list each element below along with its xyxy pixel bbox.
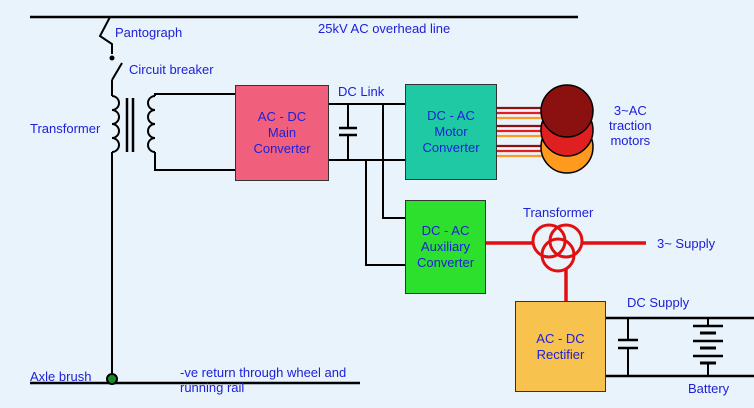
aux-transformer-label: Transformer [523,205,594,220]
overhead-line-label: 25kV AC overhead line [318,21,451,36]
axle-brush-symbol [106,373,118,385]
transformer-primary-coil [111,95,120,153]
rectifier-block: AC - DC Rectifier [515,301,606,392]
pantograph-symbol [98,16,113,54]
aux-feed-wire [365,160,405,266]
axle-brush-label: Axle brush [30,369,92,384]
aux-feed-wire [382,104,405,219]
dc-link-label: DC Link [338,84,385,99]
main-converter-block: AC - DC Main Converter [235,85,329,181]
circuit-breaker-label: Circuit breaker [129,62,214,77]
circuit-breaker-switch [111,62,123,81]
secondary-wire [154,152,235,171]
aux-transformer-winding [540,237,576,273]
transformer-secondary-coil [147,95,156,153]
pantograph-label: Pantograph [115,25,183,40]
battery-symbol [693,318,723,376]
traction-motors-label: 3~AC traction motors [609,103,652,148]
main-transformer-label: Transformer [30,121,101,136]
traction-motor [540,84,594,138]
motor-phase-wires [497,106,548,158]
circuit-breaker-contact [109,55,115,61]
dc-supply-label: DC Supply [627,295,690,310]
battery-label: Battery [688,381,730,396]
return-path-label: -ve return through wheel and running rai… [180,365,347,395]
motor-converter-block: DC - AC Motor Converter [405,84,497,180]
auxiliary-converter-block: DC - AC Auxiliary Converter [405,200,486,294]
secondary-wire [154,93,235,96]
three-phase-supply-label: 3~ Supply [657,236,716,251]
